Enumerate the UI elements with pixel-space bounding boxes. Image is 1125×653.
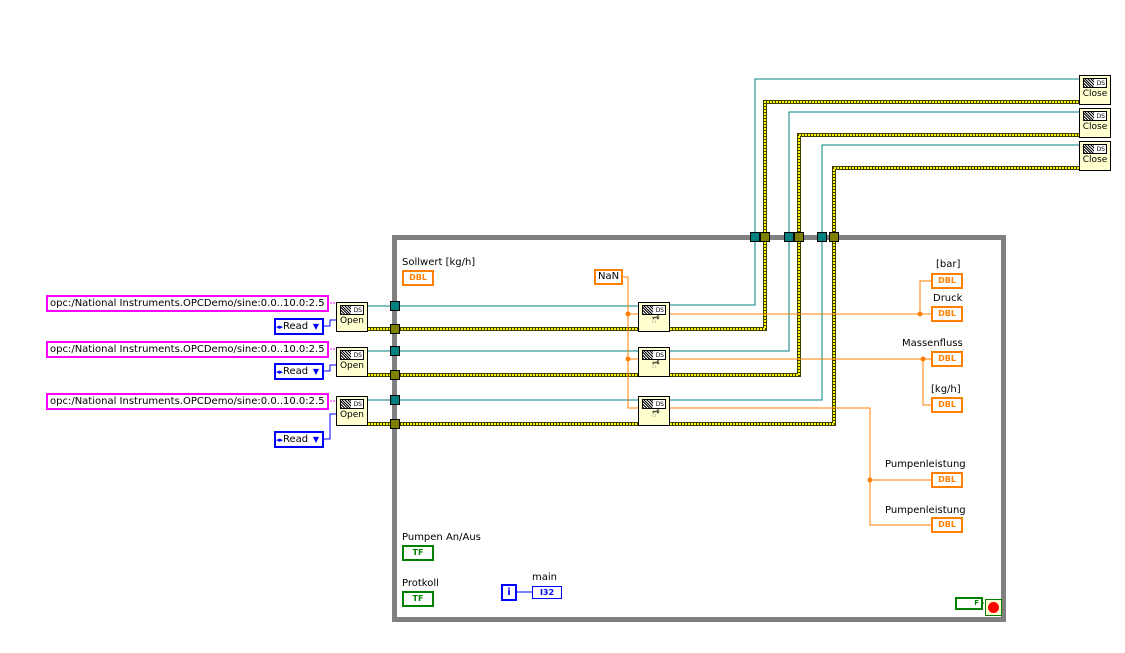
bar-label: [bar] [936, 259, 961, 270]
pumpenleistung-label: Pumpenleistung [885, 459, 966, 470]
opc-url-constant[interactable]: opc:/National Instruments.OPCDemo/sine:0… [46, 295, 329, 312]
refnum-tunnel [784, 232, 794, 242]
refnum-tunnel [817, 232, 827, 242]
main-label: main [532, 572, 557, 583]
error-tunnel [760, 232, 770, 242]
pumpenleistung-label: Pumpenleistung [885, 505, 966, 516]
opc-url-constant[interactable]: opc:/National Instruments.OPCDemo/sine:0… [46, 341, 329, 358]
error-tunnel [390, 370, 400, 380]
node-label: Close [1082, 155, 1108, 165]
massenfluss-indicator[interactable]: DBL [931, 351, 963, 367]
increment-icon: ◂▸ [276, 436, 284, 444]
datasocket-icon: DS [340, 350, 364, 360]
mode-enum[interactable]: ◂▸Read▼ [274, 363, 324, 380]
glasses-icon: ో [651, 316, 657, 326]
ds-read-node[interactable]: DSో [638, 347, 670, 377]
datasocket-icon: DS [642, 305, 666, 315]
refnum-tunnel [390, 395, 400, 405]
ds-read-node[interactable]: DSో [638, 302, 670, 332]
protokoll-control[interactable]: TF [402, 591, 434, 607]
iteration-terminal[interactable]: i [501, 584, 517, 601]
opc-url-constant[interactable]: opc:/National Instruments.OPCDemo/sine:0… [46, 393, 329, 410]
error-tunnel [390, 324, 400, 334]
refnum-tunnel [750, 232, 760, 242]
stop-icon [988, 602, 999, 613]
datasocket-icon: DS [340, 305, 364, 315]
stop-terminal[interactable] [985, 599, 1002, 616]
pumpenleistung-indicator[interactable]: DBL [931, 472, 963, 488]
increment-icon: ◂▸ [276, 368, 284, 376]
node-label: Open [339, 316, 365, 326]
error-tunnel [794, 232, 804, 242]
druck-label: Druck [933, 293, 963, 304]
node-label: Open [339, 410, 365, 420]
dropdown-icon: ▼ [312, 367, 319, 376]
massenfluss-label: Massenfluss [902, 338, 963, 349]
mode-enum[interactable]: ◂▸Read▼ [274, 431, 324, 448]
druck-indicator[interactable]: DBL [931, 306, 963, 322]
mode-value: Read [283, 321, 309, 332]
pumpen-label: Pumpen An/Aus [402, 532, 481, 543]
datasocket-icon: DS [642, 350, 666, 360]
refnum-tunnel [390, 301, 400, 311]
sollwert-label: Sollwert [kg/h] [402, 257, 476, 268]
datasocket-icon: DS [1083, 111, 1107, 121]
kgh-label: [kg/h] [931, 384, 961, 395]
mode-value: Read [283, 366, 309, 377]
error-tunnel [829, 232, 839, 242]
sollwert-control[interactable]: DBL [402, 270, 434, 286]
pumpenleistung-indicator[interactable]: DBL [931, 517, 963, 533]
pumpen-control[interactable]: TF [402, 545, 434, 561]
mode-value: Read [283, 434, 309, 445]
mode-enum[interactable]: ◂▸Read▼ [274, 318, 324, 335]
error-tunnel [390, 419, 400, 429]
nan-constant[interactable]: NaN [594, 269, 624, 285]
datasocket-icon: DS [1083, 144, 1107, 154]
false-constant[interactable]: F [955, 597, 983, 610]
protokoll-label: Protkoll [402, 578, 439, 589]
node-label: Close [1082, 122, 1108, 132]
glasses-icon: ో [651, 361, 657, 371]
main-indicator[interactable]: I32 [532, 586, 562, 599]
bar-indicator[interactable]: DBL [931, 273, 963, 289]
node-label: Close [1082, 89, 1108, 99]
datasocket-icon: DS [1083, 78, 1107, 88]
datasocket-icon: DS [642, 399, 666, 409]
refnum-tunnel [390, 346, 400, 356]
dropdown-icon: ▼ [312, 435, 319, 444]
node-label: Open [339, 361, 365, 371]
kgh-indicator[interactable]: DBL [931, 397, 963, 413]
dropdown-icon: ▼ [312, 322, 319, 331]
ds-read-node[interactable]: DSో [638, 396, 670, 426]
increment-icon: ◂▸ [276, 323, 284, 331]
glasses-icon: ో [651, 410, 657, 420]
while-loop[interactable] [392, 235, 1006, 622]
datasocket-icon: DS [340, 399, 364, 409]
